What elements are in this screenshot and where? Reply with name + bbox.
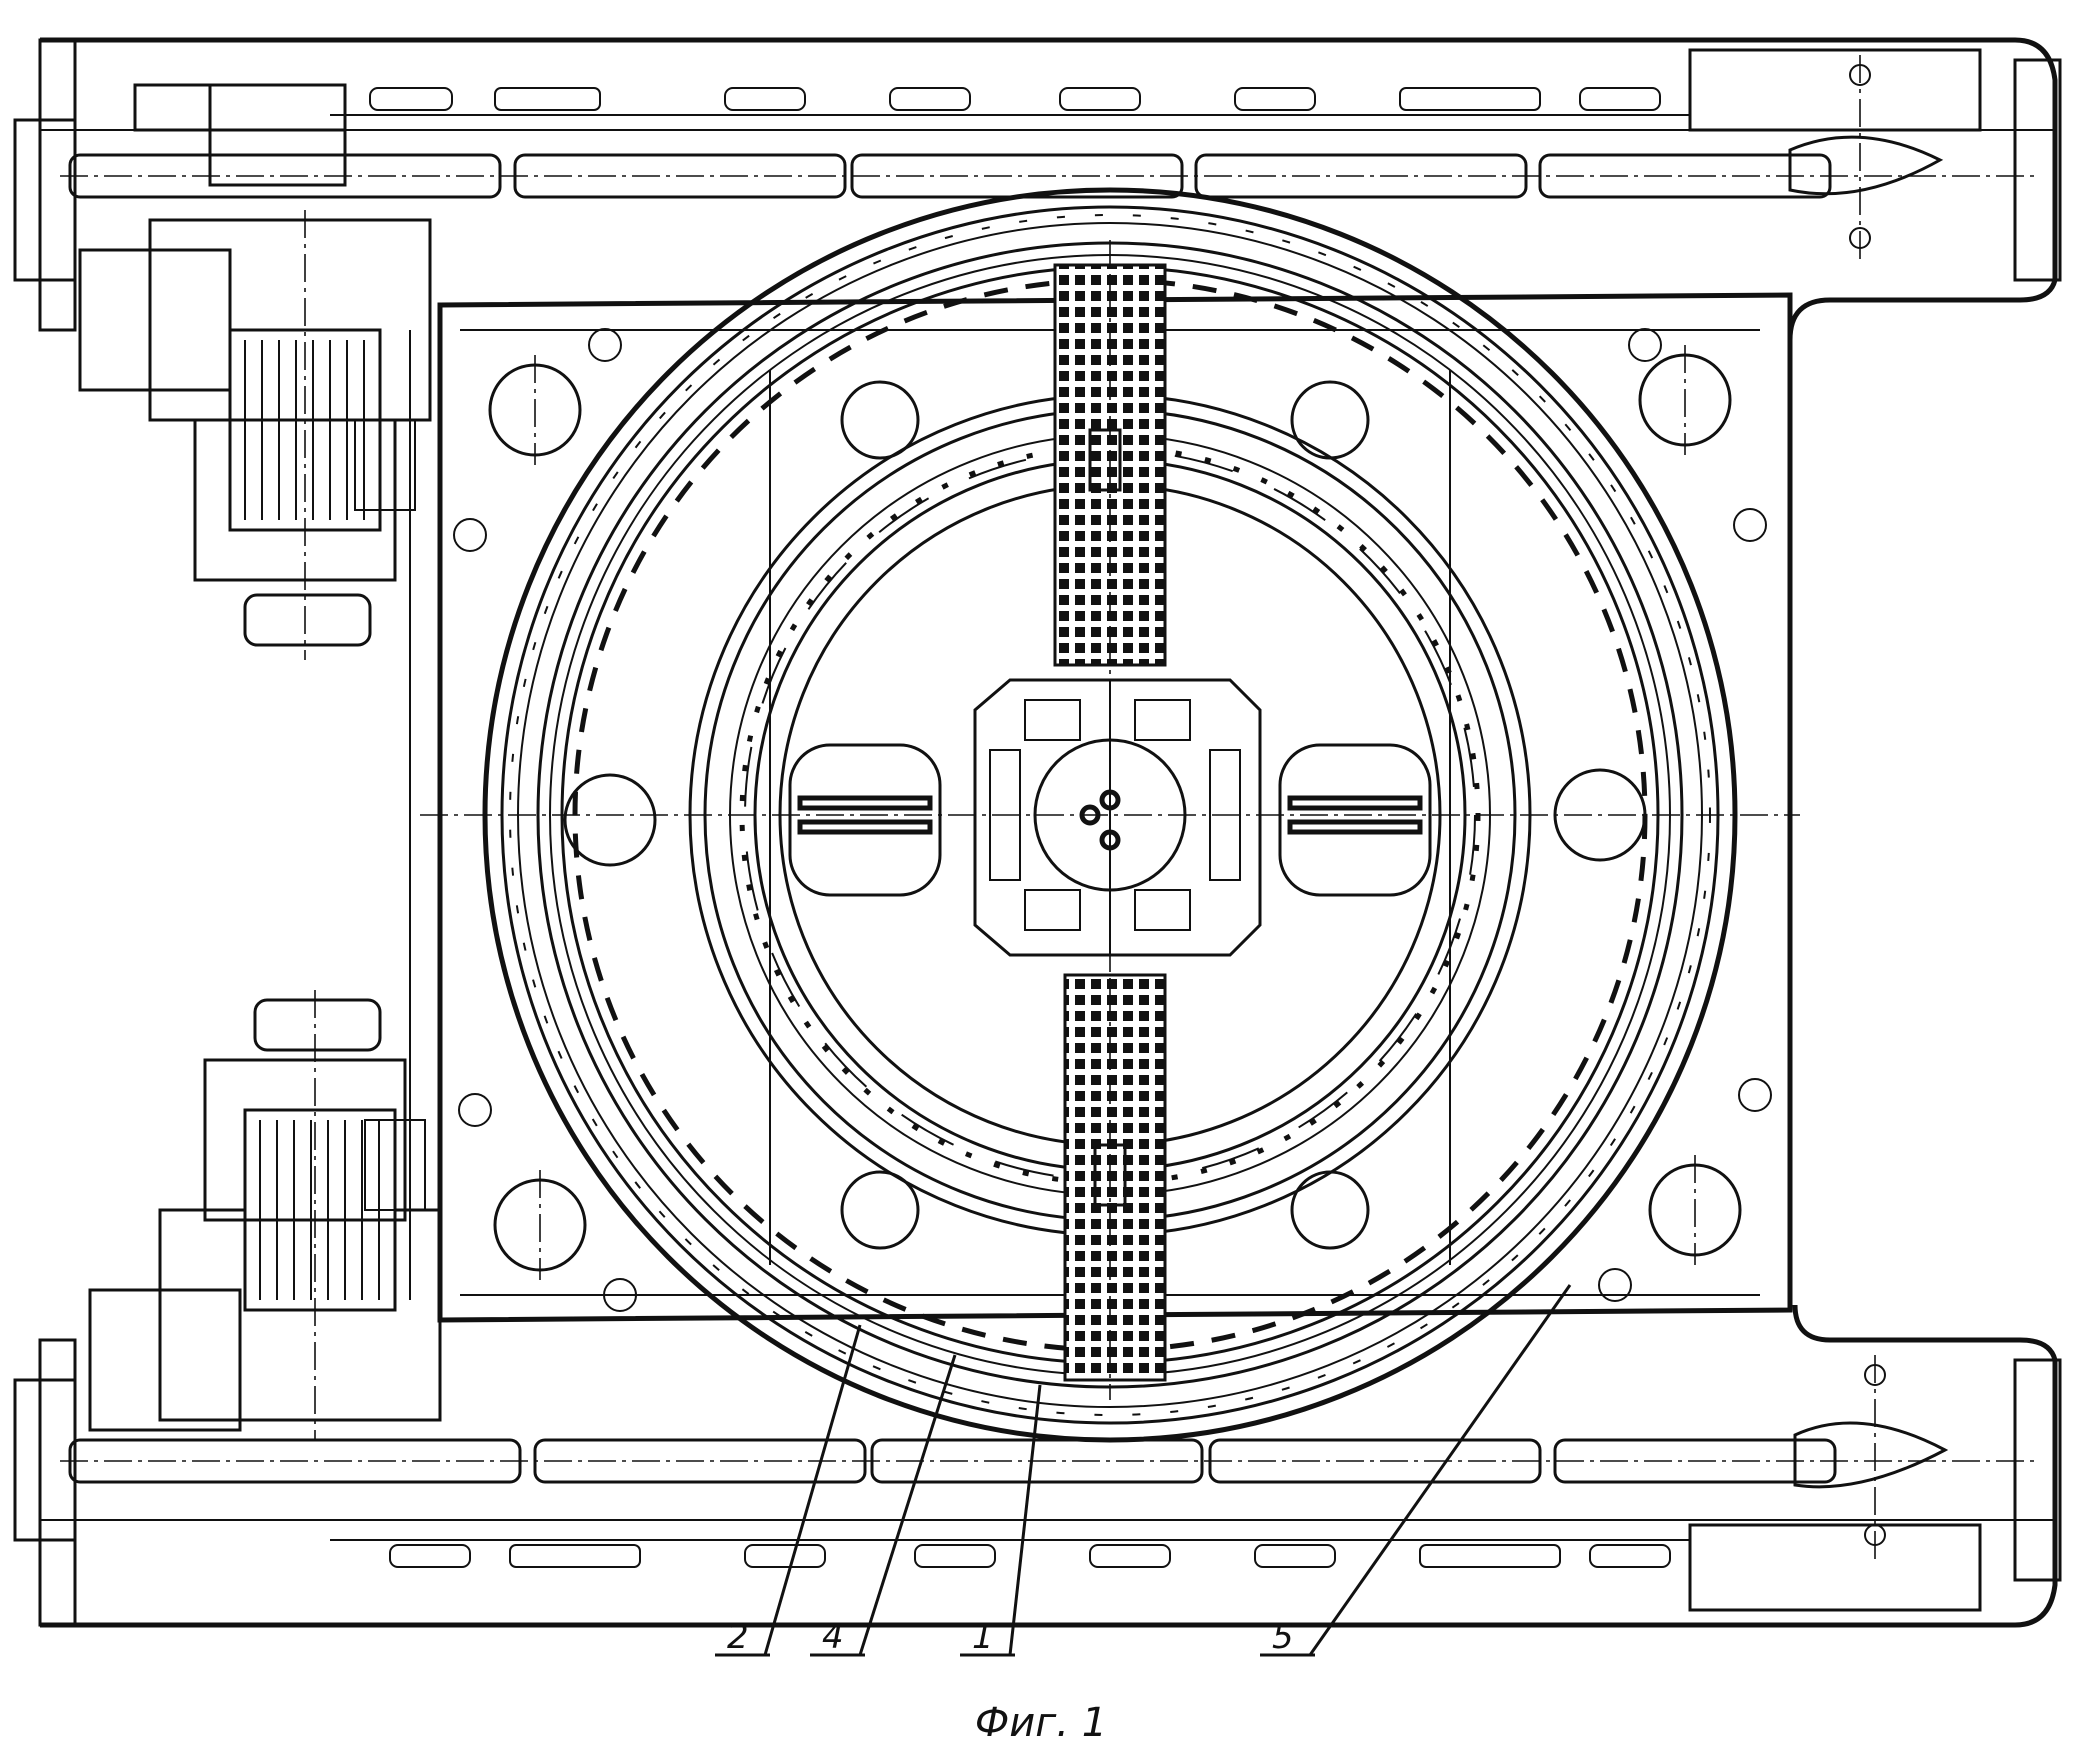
callout-label: 4 [822,1617,844,1657]
callout-label: 1 [972,1617,994,1657]
callout-label: 5 [1272,1617,1294,1657]
callout-2: 2 [715,1324,862,1657]
top-rail [13,37,2062,341]
callout-label: 2 [727,1617,749,1657]
lower-drive-unit [88,990,442,1440]
figure-caption: Фиг. 1 [974,1700,1108,1746]
callout-1: 1 [960,1384,1042,1657]
main-plate [409,292,1793,1323]
callout-5: 5 [1260,1284,1572,1657]
central-hub [973,678,1262,957]
callout-4: 4 [810,1354,957,1657]
bottom-rail [13,1304,2062,1628]
side-openings [788,743,1432,897]
upper-drive-unit [78,210,432,660]
